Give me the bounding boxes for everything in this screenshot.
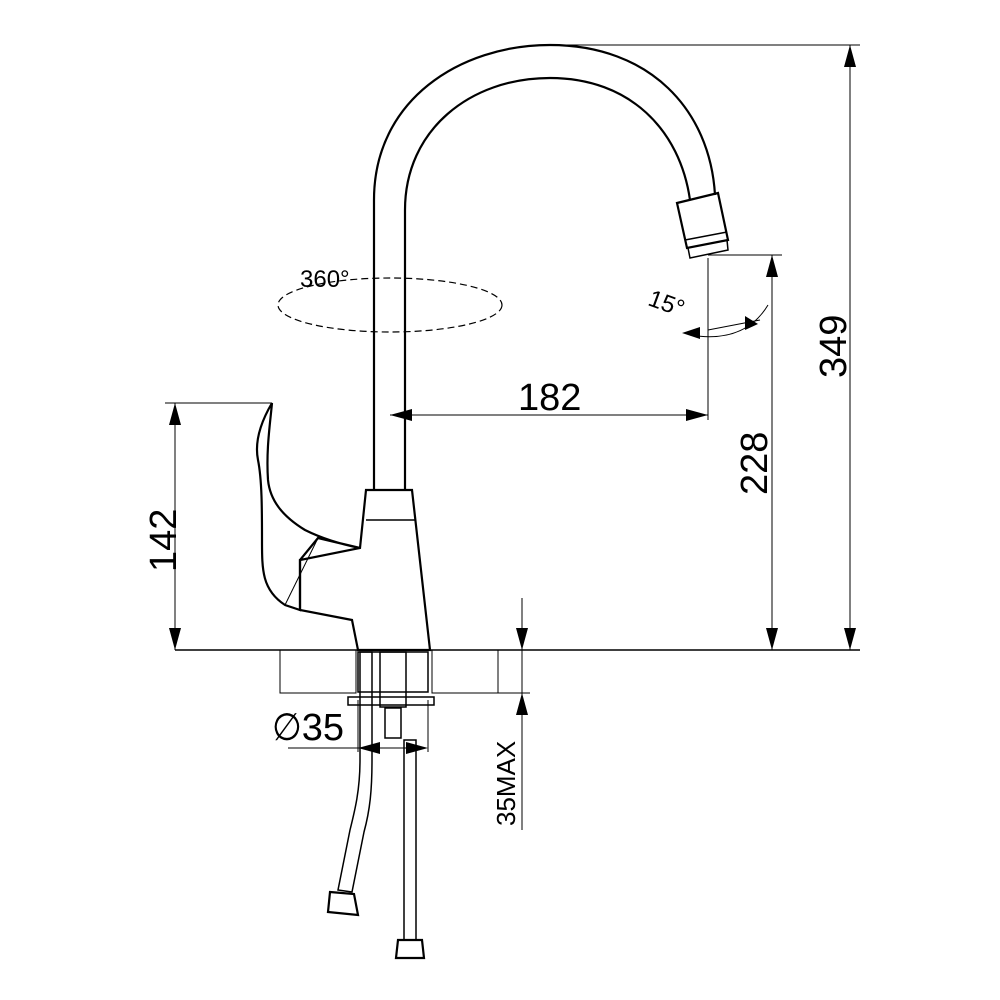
rotation-indicator: 360° bbox=[277, 266, 503, 333]
rotation-label: 360° bbox=[300, 266, 350, 293]
hole-diameter-label: ∅35 bbox=[272, 707, 344, 749]
dimension-total-height: 349 bbox=[550, 44, 860, 650]
faucet-body bbox=[255, 402, 432, 652]
tilt-angle-label: 15° bbox=[645, 285, 688, 323]
countertop-section bbox=[175, 649, 860, 694]
mounting-assembly bbox=[347, 651, 435, 739]
dimension-spout-height: 228 bbox=[708, 254, 782, 650]
tilt-angle-indicator: 15° bbox=[645, 258, 769, 420]
handle-height-label: 142 bbox=[143, 509, 185, 572]
spout bbox=[372, 43, 730, 490]
flexible-hoses bbox=[326, 651, 426, 960]
dimension-handle-height: 142 bbox=[143, 402, 272, 650]
max-thickness-label: 35MAX bbox=[491, 741, 521, 826]
total-height-label: 349 bbox=[813, 315, 855, 378]
spout-reach-label: 182 bbox=[518, 377, 581, 419]
spout-height-label: 228 bbox=[734, 432, 776, 495]
dimension-spout-reach: 182 bbox=[390, 377, 708, 421]
dimension-hole-diameter: ∅35 bbox=[272, 700, 429, 754]
dimension-max-thickness: 35MAX bbox=[491, 598, 530, 830]
